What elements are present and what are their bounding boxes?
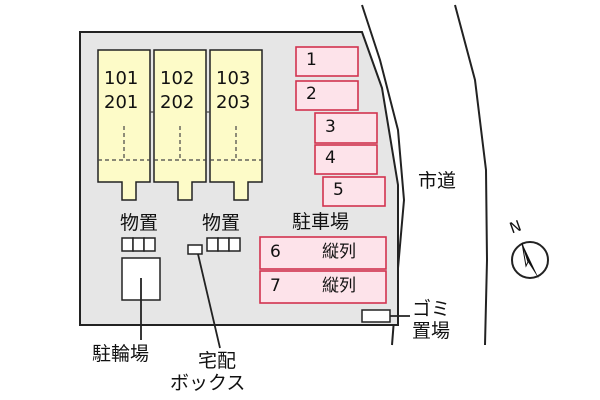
- parking-spaces: [259, 46, 387, 304]
- unit-label-203: 203: [216, 92, 251, 113]
- building-dashed-lines: [98, 111, 262, 161]
- delivery-box-label-line2: ボックス: [170, 372, 246, 394]
- parking-space-4: [314, 144, 378, 175]
- storage-label-right: 物置: [202, 212, 241, 234]
- parking-space-5-number: 5: [333, 180, 344, 200]
- parking-space-6-number: 6: [270, 242, 281, 262]
- delivery-leader-line: [197, 253, 221, 349]
- garbage-area: [361, 309, 391, 323]
- unit-label-103: 103: [216, 68, 251, 89]
- unit-label-202: 202: [160, 92, 195, 113]
- storage-label-left: 物置: [120, 212, 159, 234]
- parking-space-1-number: 1: [306, 50, 317, 70]
- building-unit-103: [209, 49, 263, 201]
- parking-space-1: [295, 46, 359, 77]
- parking-space-5: [322, 176, 386, 207]
- parking-space-6-note: 縦列: [322, 242, 356, 262]
- garbage-label-line1: ゴミ: [412, 298, 451, 320]
- parking-space-7-number: 7: [270, 276, 281, 296]
- compass-icon: [511, 241, 549, 279]
- garbage-label-line2: 置場: [412, 320, 451, 342]
- unit-label-102: 102: [160, 68, 195, 89]
- parking-space-6: [259, 236, 387, 270]
- delivery-box-label-line1: 宅配: [198, 350, 237, 372]
- bicycle-parking-label: 駐輪場: [92, 343, 150, 365]
- parking-space-3-number: 3: [325, 117, 336, 137]
- parking-space-3: [314, 112, 378, 144]
- road-edge-right: [454, 4, 489, 346]
- parking-space-2-number: 2: [306, 84, 317, 104]
- unit-label-201: 201: [104, 92, 139, 113]
- building-unit-102: [153, 49, 207, 201]
- road-label: 市道: [418, 170, 457, 192]
- parking-title: 駐車場: [292, 211, 350, 233]
- delivery-box: [187, 244, 203, 255]
- parking-space-7: [259, 270, 387, 304]
- parking-space-2: [295, 80, 359, 111]
- storage-box-right: [206, 237, 241, 252]
- storage-box-left: [121, 237, 156, 252]
- parking-space-4-number: 4: [325, 148, 336, 168]
- parking-space-7-note: 縦列: [322, 276, 356, 296]
- unit-label-101: 101: [104, 68, 139, 89]
- building-unit-101: [97, 49, 151, 201]
